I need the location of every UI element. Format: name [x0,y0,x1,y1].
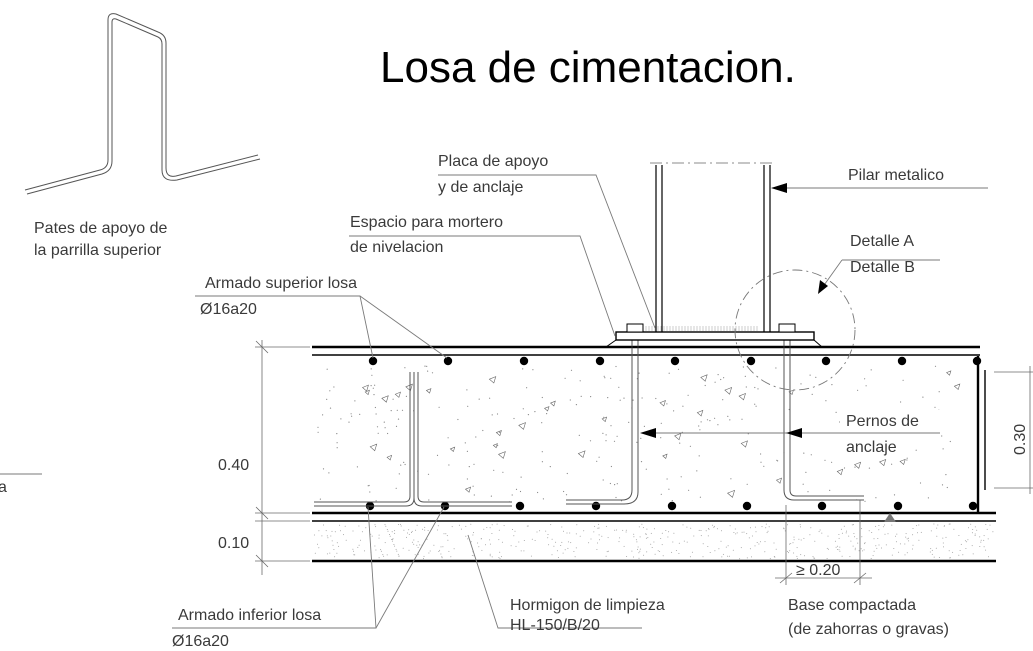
espacio-leader [349,235,616,337]
pates-chair-sketch [24,13,261,195]
top-rebar-row [368,356,982,366]
pilar-label: Pilar metalico [848,167,944,184]
drawing-title: Losa de cimentacion. [380,43,796,92]
slab-depth-dim: 0.40 [218,457,249,474]
spacing-dimension [775,500,872,585]
cleaning-concrete-hatch [313,523,994,560]
armado-inf-label: Armado inferior losa [178,607,321,624]
pernos-label-line1: Pernos de [846,413,919,430]
top-rebar [972,356,982,366]
spacing-dim-text: ≥ 0.20 [796,562,840,579]
side-height-dim: 0.30 [1012,424,1029,455]
anchor-bolt-right [783,330,864,501]
pernos-label-line2: anclaje [846,439,897,456]
vertical-dimension-left [255,340,310,575]
bottom-rebar [515,501,525,511]
bottom-rebar [591,501,601,511]
bottom-rebar [893,501,903,511]
pates-label-line2: la parrilla superior [34,242,162,259]
base-marker [884,513,896,522]
espacio-label-line2: de nivelacion [350,239,443,256]
chair-support-in-slab [314,372,512,507]
slab-concrete-hatch [317,365,961,503]
base-label-line2: (de zahorras o gravas) [788,621,949,638]
top-rebar [368,356,378,366]
base-label-line1: Base compactada [788,597,916,614]
top-rebar [443,356,453,366]
espacio-label-line1: Espacio para mortero [350,214,503,231]
top-rebar [595,356,605,366]
bottom-rebar [667,501,677,511]
top-rebar [519,356,529,366]
armado-inf-spec: Ø16a20 [172,633,229,650]
cleaning-depth-dim: 0.10 [218,535,249,552]
detail-circle [734,269,856,391]
bolt-nuts [626,323,796,333]
pernos-arrow-left [640,428,656,438]
bottom-rebar [742,501,752,511]
bottom-rebar [968,501,978,511]
top-rebar [897,356,907,366]
detalle-a-label: Detalle A [850,233,914,250]
leveling-mortar [604,339,824,348]
hormigon-label-line1: Hormigon de limpieza [510,597,665,614]
left-cut-label: a [0,479,7,496]
detalle-b-label: Detalle B [850,259,915,276]
placa-leader [438,174,656,329]
top-rebar [670,356,680,366]
steel-column [650,162,776,332]
base-plate [615,331,815,341]
armado-sup-label: Armado superior losa [205,275,357,292]
anchor-bolt-left [566,330,639,505]
detail-arrow [818,280,828,294]
top-rebar [746,356,756,366]
hormigon-leader [467,534,642,629]
pilar-arrow [771,183,787,193]
placa-label-line2: y de anclaje [438,179,523,196]
pernos-arrow-right [786,428,802,438]
top-rebar [821,356,831,366]
detail-leader [821,259,843,289]
vertical-dimension-right [994,366,1033,494]
pates-label-line1: Pates de apoyo de [34,220,168,237]
bottom-rebar [817,501,827,511]
armado-sup-spec: Ø16a20 [200,301,257,318]
bottom-rebar-row [365,501,978,511]
base-plate-hatch [645,326,758,331]
placa-label-line1: Placa de apoyo [438,153,548,170]
cleaning-concrete-layer [312,522,996,561]
hormigon-label-line2: HL-150/B/20 [510,617,600,634]
